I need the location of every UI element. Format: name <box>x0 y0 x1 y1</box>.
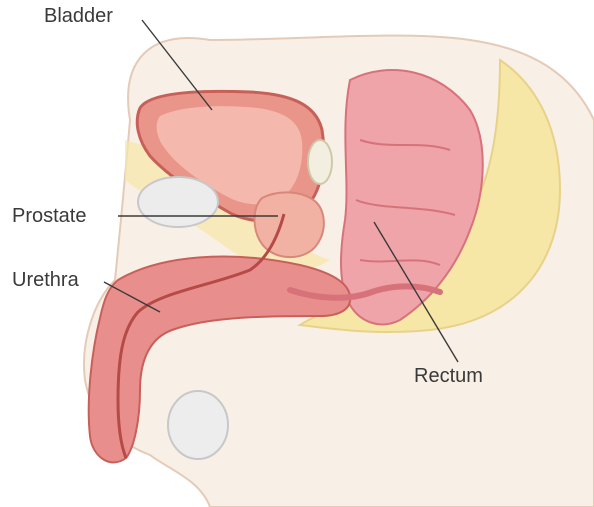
prostate-label: Prostate <box>12 206 86 226</box>
seminal-vesicle <box>308 140 332 184</box>
testis <box>168 391 228 459</box>
bladder-label: Bladder <box>44 6 113 26</box>
rectum-label: Rectum <box>414 366 483 386</box>
urethra-label: Urethra <box>12 270 79 290</box>
pubic-gland <box>138 177 218 227</box>
prostate <box>255 192 324 257</box>
